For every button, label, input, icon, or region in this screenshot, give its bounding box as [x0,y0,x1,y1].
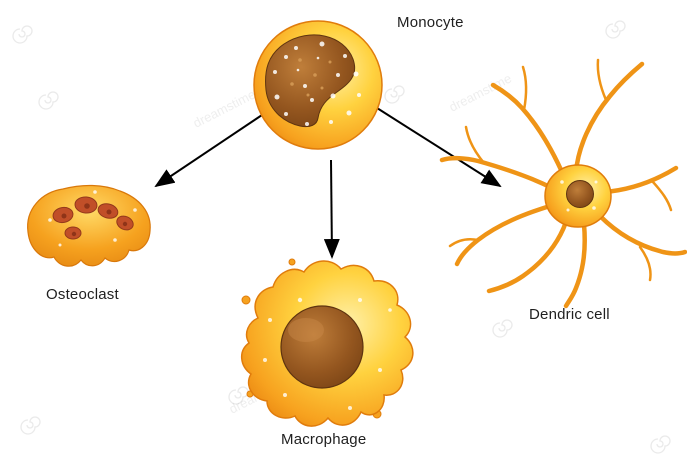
macrophage-cell [241,258,414,427]
watermark-spiral-icon [38,91,59,110]
dendrites [439,58,687,309]
monocyte-granules [273,41,361,126]
osteoclast-nuclei-dots [61,203,128,237]
watermark-spiral-icon [12,25,33,44]
monocyte-label: Monocyte [397,14,464,31]
watermark-spiral-icon [20,416,41,435]
osteoclast-granules [48,190,137,247]
osteoclast-body [27,184,151,267]
osteoclast-label: Osteoclast [46,286,119,303]
arrow-monocyte-to-dendritic-cell [376,107,502,188]
watermark-spiral-icon [605,20,626,39]
arrow-monocyte-to-macrophage [323,159,340,259]
macrophage-nucleus [280,305,364,389]
monocyte-nucleus [265,34,356,128]
dendritic-cell-nucleus [566,180,594,208]
dendritic-cell-granules [560,180,598,212]
watermark-spiral-icon [492,319,513,338]
dendritic-cell [439,58,687,309]
monocyte-cell [253,20,383,150]
watermark-spiral-icon [384,85,405,104]
macrophage-granules [263,297,392,410]
arrow-monocyte-to-osteoclast [154,114,263,188]
macrophage-label: Macrophage [281,431,367,448]
osteoclast-cell [27,184,151,267]
watermark-spiral-icon [650,435,671,454]
dendritic-cell-label: Dendric cell [529,306,610,323]
macrophage-nucleus-highlight [288,318,324,342]
monocyte-nucleus-speckles [290,58,332,97]
arrows [154,107,502,259]
